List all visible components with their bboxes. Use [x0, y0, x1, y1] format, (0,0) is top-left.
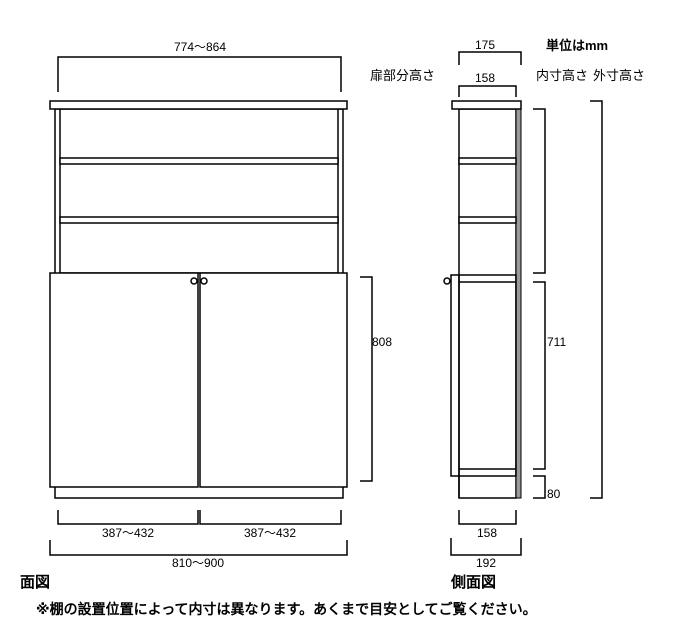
front-top-board	[49, 100, 348, 110]
bottom-depth-outer-bracket	[450, 538, 522, 556]
side-body	[458, 108, 517, 499]
top-width-label: 774～864	[174, 40, 226, 54]
top-width-bracket	[57, 56, 342, 92]
left-door-width-label: 387～432	[102, 526, 154, 540]
front-interior	[59, 108, 339, 274]
front-view	[49, 56, 373, 556]
front-shelf-2	[59, 216, 339, 224]
left-door	[49, 272, 199, 488]
outer-width-label: 810～900	[172, 556, 224, 570]
note-text: ※棚の設置位置によって内寸は異なります。あくまで目安としてご覧ください。	[36, 601, 537, 617]
right-door	[199, 272, 348, 488]
side-shelf-1	[458, 157, 517, 165]
door-height-caption: 扉部分高さ	[370, 68, 435, 83]
side-top-board	[451, 100, 522, 110]
right-door-bracket	[199, 510, 342, 525]
outer-width-bracket	[49, 540, 348, 556]
outer-height-bracket	[590, 100, 603, 499]
front-shelf-1	[59, 157, 339, 165]
outer-height-caption: 外寸高さ	[593, 68, 645, 83]
top-depth-outer-label: 175	[475, 38, 495, 52]
top-depth-inner-label: 158	[475, 71, 495, 85]
right-door-width-label: 387～432	[244, 526, 296, 540]
base-height-value: 80	[547, 487, 561, 501]
right-knob-icon	[200, 277, 208, 285]
inner-height-caption: 内寸高さ	[536, 68, 588, 83]
base-height-bracket	[533, 475, 546, 499]
left-door-bracket	[57, 510, 199, 525]
door-height-bracket	[360, 276, 373, 482]
left-knob-icon	[190, 277, 198, 285]
side-door-outline	[450, 274, 517, 477]
unit-label: 単位はmm	[546, 38, 608, 53]
top-depth-inner-bracket	[458, 85, 517, 97]
door-height-value: 808	[372, 335, 392, 349]
bottom-depth-outer-label: 192	[476, 556, 496, 570]
lower-inner-height-bracket	[533, 281, 546, 470]
front-view-title: 面図	[20, 574, 50, 591]
side-view-title: 側面図	[450, 573, 496, 591]
side-view	[443, 51, 603, 556]
lower-inner-height-value: 711	[547, 335, 566, 349]
upper-inner-height-bracket	[533, 108, 546, 274]
top-depth-outer-bracket	[458, 51, 522, 65]
side-knob-icon	[443, 277, 451, 285]
bottom-depth-inner-bracket	[458, 510, 517, 525]
bottom-depth-inner-label: 158	[477, 526, 497, 540]
side-shelf-2	[458, 216, 517, 224]
